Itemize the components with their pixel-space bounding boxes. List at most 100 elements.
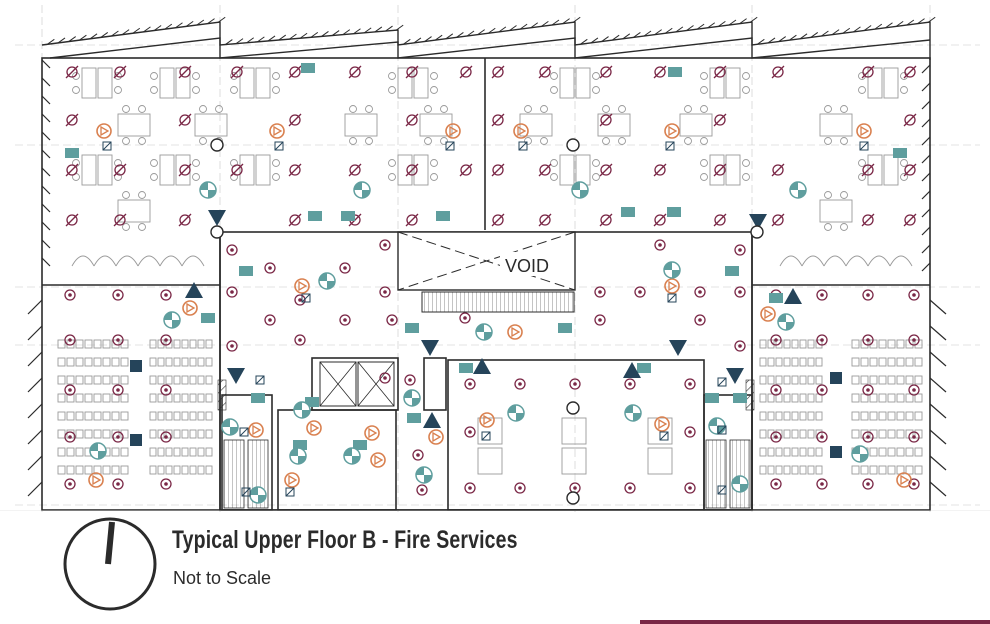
ceiling-fitting-icon xyxy=(178,113,192,127)
sprinkler-head-icon xyxy=(731,475,749,493)
exhaust-point-icon xyxy=(566,138,580,152)
sprinkler-head-icon xyxy=(199,181,217,199)
smoke-detector-icon xyxy=(226,286,238,298)
emergency-light-icon xyxy=(208,210,226,226)
ceiling-fitting-icon xyxy=(861,65,875,79)
ceiling-fitting-icon xyxy=(65,163,79,177)
alarm-speaker-icon xyxy=(856,123,872,139)
emergency-light-icon xyxy=(185,282,203,298)
smoke-detector-icon xyxy=(594,286,606,298)
floor-plan: VOID xyxy=(15,5,980,512)
facade-fins xyxy=(27,59,947,497)
ceiling-fitting-icon xyxy=(288,213,302,227)
smoke-detector-icon xyxy=(816,384,828,396)
exit-sign-icon xyxy=(667,207,681,217)
ceiling-fitting-icon xyxy=(65,65,79,79)
ceiling-fitting-icon xyxy=(491,113,505,127)
sprinkler-head-icon xyxy=(507,404,525,422)
emergency-light-icon xyxy=(623,362,641,378)
heat-detector-icon xyxy=(445,141,455,151)
smoke-detector-icon xyxy=(64,289,76,301)
sprinkler-head-icon xyxy=(475,323,493,341)
ceiling-fitting-icon xyxy=(113,163,127,177)
sprinkler-head-icon xyxy=(789,181,807,199)
alarm-speaker-icon xyxy=(664,278,680,294)
smoke-detector-icon xyxy=(770,384,782,396)
smoke-detector-icon xyxy=(112,384,124,396)
smoke-detector-icon xyxy=(464,482,476,494)
ceiling-fitting-icon xyxy=(771,65,785,79)
ceiling-fitting-icon xyxy=(405,213,419,227)
ceiling-fitting-icon xyxy=(903,113,917,127)
heat-detector-icon xyxy=(255,375,265,385)
exit-sign-icon xyxy=(251,393,265,403)
sprinkler-head-icon xyxy=(403,389,421,407)
smoke-detector-icon xyxy=(770,334,782,346)
alarm-speaker-icon xyxy=(88,472,104,488)
sprinkler-head-icon xyxy=(851,445,869,463)
exit-sign-icon xyxy=(293,440,307,450)
smoke-detector-icon xyxy=(734,286,746,298)
sprinkler-head-icon xyxy=(289,447,307,465)
ceiling-fitting-icon xyxy=(65,213,79,227)
ceiling-fitting-icon xyxy=(178,213,192,227)
heat-detector-icon xyxy=(274,141,284,151)
smoke-detector-icon xyxy=(64,334,76,346)
alarm-speaker-icon xyxy=(248,422,264,438)
alarm-speaker-icon xyxy=(269,123,285,139)
sprinkler-head-icon xyxy=(163,311,181,329)
sprinkler-head-icon xyxy=(89,442,107,460)
smoke-detector-icon xyxy=(404,374,416,386)
ceiling-fitting-icon xyxy=(653,213,667,227)
ceiling-fitting-icon xyxy=(230,65,244,79)
alarm-speaker-icon xyxy=(182,300,198,316)
void-label: VOID xyxy=(505,256,549,276)
heat-detector-icon xyxy=(859,141,869,151)
fire-service-symbols xyxy=(64,63,920,505)
smoke-detector-icon xyxy=(816,431,828,443)
alarm-speaker-icon xyxy=(479,412,495,428)
sprinkler-head-icon xyxy=(249,486,267,504)
smoke-detector-icon xyxy=(514,378,526,390)
smoke-detector-icon xyxy=(294,334,306,346)
ceiling-fitting-icon xyxy=(538,213,552,227)
fire-panel-icon xyxy=(130,360,142,372)
ceiling-fitting-icon xyxy=(538,65,552,79)
heat-detector-icon xyxy=(301,293,311,303)
heat-detector-icon xyxy=(659,431,669,441)
smoke-detector-icon xyxy=(112,478,124,490)
ceiling-fitting-icon xyxy=(538,163,552,177)
sprinkler-head-icon xyxy=(777,313,795,331)
smoke-detector-icon xyxy=(908,431,920,443)
ceiling-fitting-icon xyxy=(903,213,917,227)
scale-note: Not to Scale xyxy=(173,568,272,588)
exit-sign-icon xyxy=(893,148,907,158)
exit-sign-icon xyxy=(558,323,572,333)
exit-sign-icon xyxy=(769,293,783,303)
exit-sign-icon xyxy=(459,363,473,373)
smoke-detector-icon xyxy=(464,426,476,438)
ceiling-fitting-icon xyxy=(903,163,917,177)
sprinkler-head-icon xyxy=(221,418,239,436)
alarm-speaker-icon xyxy=(370,452,386,468)
emergency-light-icon xyxy=(726,368,744,384)
sprinkler-head-icon xyxy=(318,272,336,290)
smoke-detector-icon xyxy=(654,239,666,251)
exit-sign-icon xyxy=(239,266,253,276)
exhaust-point-icon xyxy=(750,225,764,239)
alarm-speaker-icon xyxy=(306,420,322,436)
fire-panel-icon xyxy=(130,434,142,446)
exit-sign-icon xyxy=(201,313,215,323)
smoke-detector-icon xyxy=(862,384,874,396)
fire-panel-icon xyxy=(830,372,842,384)
ceiling-fitting-icon xyxy=(713,113,727,127)
ceiling-fitting-icon xyxy=(713,163,727,177)
exit-sign-icon xyxy=(733,393,747,403)
ceiling-fitting-icon xyxy=(599,113,613,127)
exhaust-point-icon xyxy=(210,225,224,239)
ceiling-fitting-icon xyxy=(599,65,613,79)
emergency-light-icon xyxy=(784,288,802,304)
smoke-detector-icon xyxy=(816,289,828,301)
alarm-speaker-icon xyxy=(445,123,461,139)
smoke-detector-icon xyxy=(160,289,172,301)
